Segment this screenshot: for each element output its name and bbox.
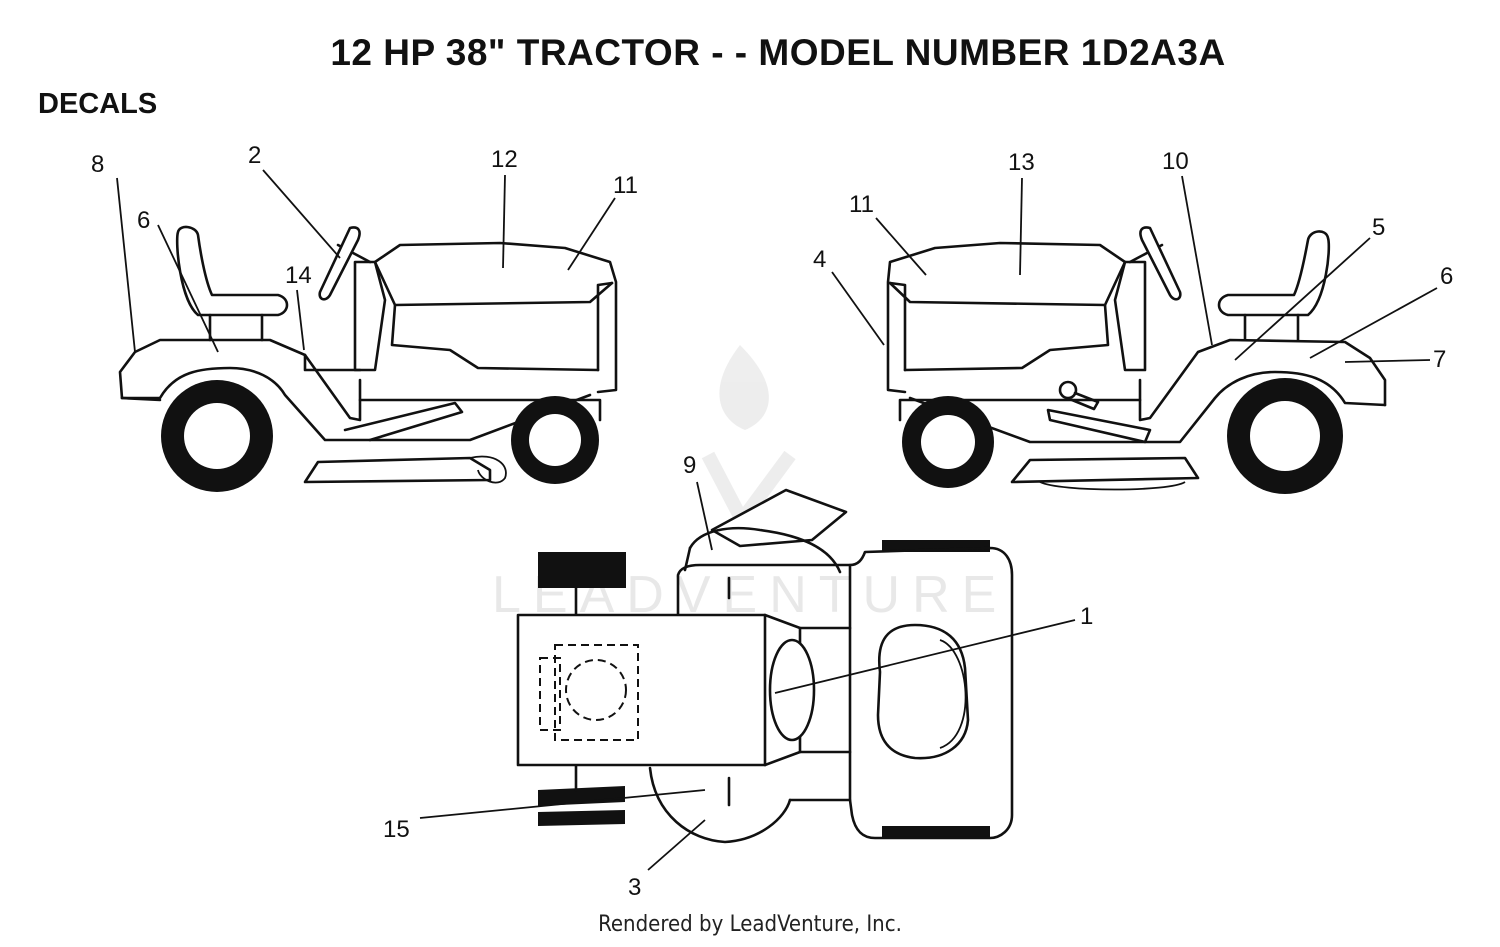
callout-13: 13 (1008, 149, 1035, 176)
callout-7: 7 (1433, 346, 1446, 373)
callout-6-right: 6 (1440, 263, 1453, 290)
callout-3: 3 (628, 874, 641, 901)
callout-2: 2 (248, 142, 261, 169)
callout-leaders (116, 169, 1438, 871)
callout-8: 8 (91, 151, 104, 178)
callout-11-right: 11 (849, 191, 874, 218)
credit-line: Rendered by LeadVenture, Inc. (598, 912, 902, 937)
section-label: DECALS (38, 88, 158, 120)
callout-9: 9 (683, 452, 696, 479)
callout-1: 1 (1080, 603, 1093, 630)
diagram-title: 12 HP 38" TRACTOR - - MODEL NUMBER 1D2A3… (330, 32, 1226, 73)
tractor-left-side-view (118, 225, 618, 492)
callout-6-left: 6 (137, 207, 150, 234)
callout-12: 12 (491, 146, 518, 173)
callout-14: 14 (285, 262, 312, 289)
callout-11-left: 11 (613, 172, 638, 199)
tractor-top-view (516, 488, 1014, 844)
callout-10: 10 (1162, 148, 1189, 175)
callout-15: 15 (383, 816, 410, 843)
callout-4: 4 (813, 246, 826, 273)
callout-5: 5 (1372, 214, 1385, 241)
tractor-right-side-view (886, 226, 1387, 494)
callout-labels: 8 6 2 14 12 11 11 4 13 10 5 6 7 9 1 15 3 (91, 142, 1453, 901)
